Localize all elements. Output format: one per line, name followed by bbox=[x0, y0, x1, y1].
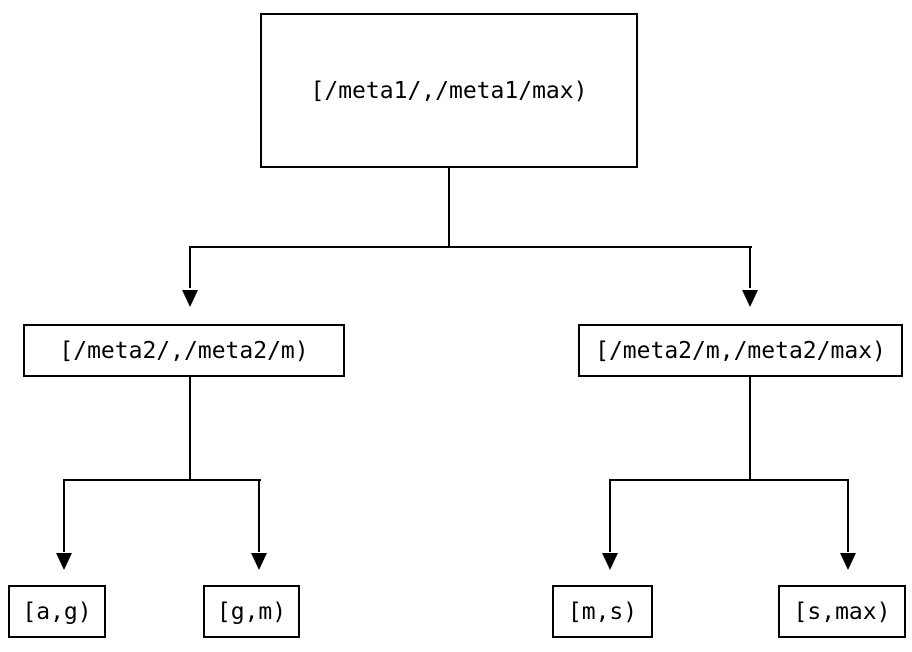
root-interval-node: [/meta1/,/meta1/max) bbox=[260, 13, 638, 168]
connector-left-bar bbox=[63, 479, 261, 481]
connector-drop-s-max bbox=[847, 479, 849, 552]
arrowhead-down-icon bbox=[251, 553, 267, 570]
meta2-upper-interval-node: [/meta2/m,/meta2/max) bbox=[578, 324, 903, 377]
connector-drop-g-m bbox=[258, 479, 260, 552]
connector-drop-a-g bbox=[63, 479, 65, 552]
connector-root-stem bbox=[448, 168, 450, 248]
meta2-lower-interval-node: [/meta2/,/meta2/m) bbox=[23, 324, 345, 377]
connector-right-bar bbox=[609, 479, 849, 481]
connector-right-stem bbox=[749, 377, 751, 481]
connector-drop-m-s bbox=[609, 479, 611, 552]
arrowhead-down-icon bbox=[602, 553, 618, 570]
connector-drop-left bbox=[189, 246, 191, 288]
arrowhead-down-icon bbox=[742, 290, 758, 307]
connector-left-stem bbox=[189, 377, 191, 481]
arrowhead-down-icon bbox=[840, 553, 856, 570]
leaf-node-m-s: [m,s) bbox=[552, 585, 653, 638]
leaf-node-s-max: [s,max) bbox=[778, 585, 906, 638]
leaf-node-a-g: [a,g) bbox=[8, 585, 106, 638]
connector-drop-right bbox=[749, 246, 751, 288]
connector-level1-bar bbox=[189, 246, 752, 248]
arrowhead-down-icon bbox=[56, 553, 72, 570]
arrowhead-down-icon bbox=[182, 290, 198, 307]
leaf-node-g-m: [g,m) bbox=[203, 585, 300, 638]
